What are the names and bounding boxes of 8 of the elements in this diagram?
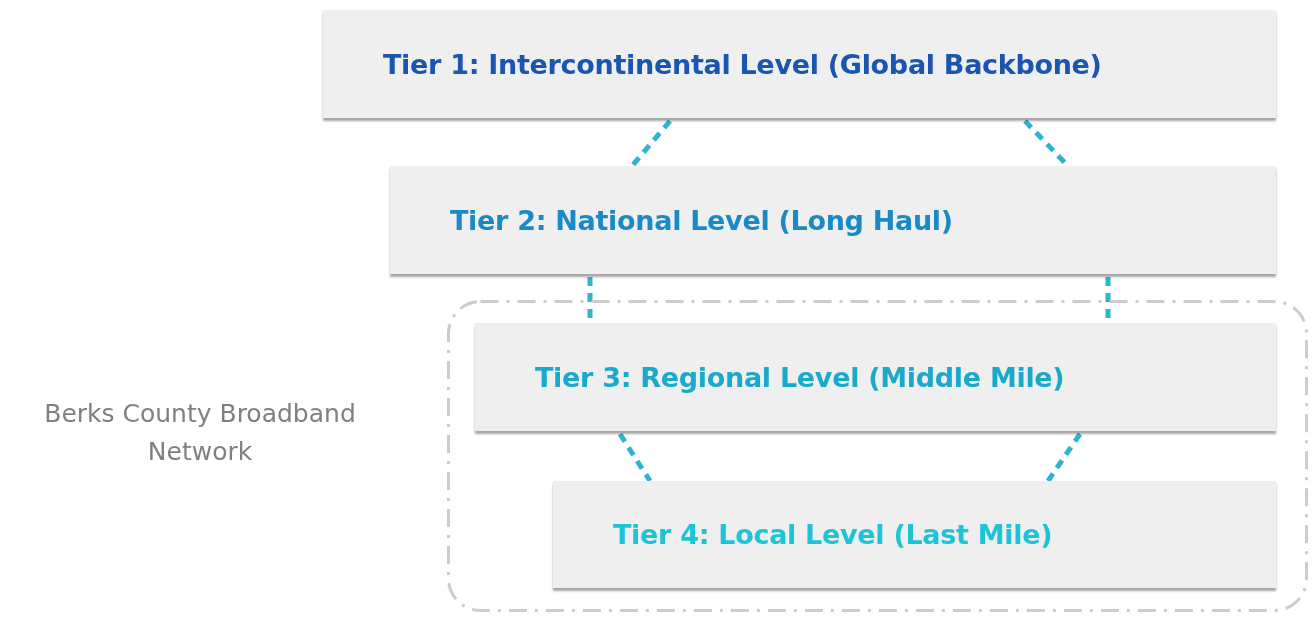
dashed-connector [1045, 432, 1083, 483]
dashed-connector [630, 119, 672, 168]
tier-box: Tier 1: Intercontinental Level (Global Backbone) [323, 10, 1276, 118]
group-label: Berks County Broadband Network [43, 398, 357, 468]
tier-box: Tier 4: Local Level (Last Mile) [553, 481, 1276, 588]
tier-box: Tier 3: Regional Level (Middle Mile) [475, 323, 1276, 431]
dashed-connector [617, 432, 653, 483]
tier-box: Tier 2: National Level (Long Haul) [390, 166, 1276, 274]
